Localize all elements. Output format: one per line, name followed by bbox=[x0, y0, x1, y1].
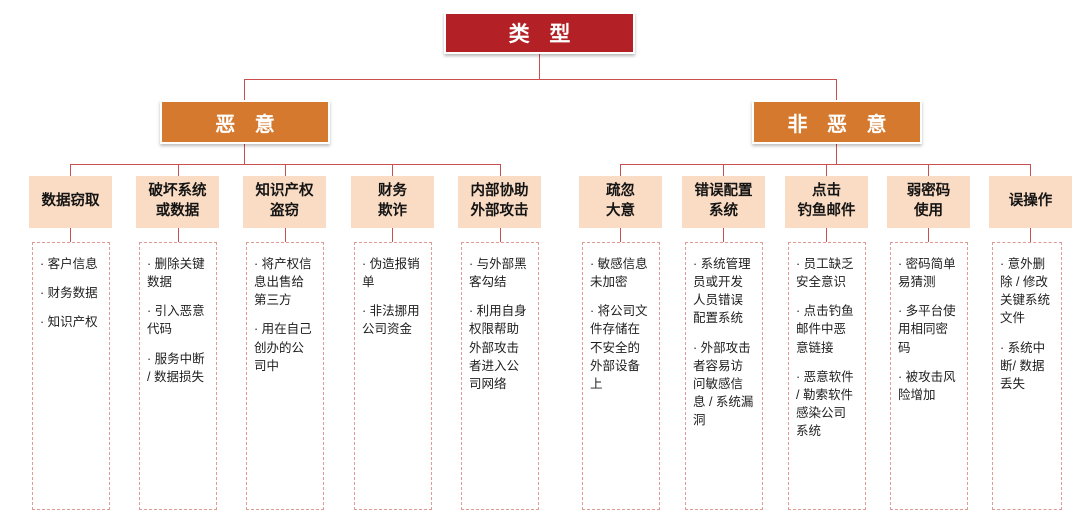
detail-item: · 被攻击风险增加 bbox=[898, 369, 956, 402]
detail-item: · 删除关键数据 bbox=[147, 257, 205, 290]
connector-malicious-drop-3 bbox=[285, 164, 286, 176]
detail-item: · 敏感信息未加密 bbox=[590, 257, 648, 290]
connector-malicious-stem bbox=[244, 142, 245, 164]
detail-item: · 财务数据 bbox=[40, 286, 98, 301]
detail-box-internal-assist: · 与外部黑客勾结 · 利用自身权限帮助外部攻击者进入公司网络 bbox=[461, 242, 539, 510]
connector-detail-stem-5 bbox=[500, 228, 501, 242]
connector-nonmalicious-stem bbox=[836, 142, 837, 164]
detail-item: · 客户信息 bbox=[40, 257, 98, 271]
detail-box-ip-theft: · 将产权信息出售给第三方 · 用在自己创办的公司中 bbox=[246, 242, 324, 510]
category-header-internal-assist-label: 内部协助 外部攻击 bbox=[470, 183, 529, 219]
detail-item: · 利用自身权限帮助外部攻击者进入公司网络 bbox=[469, 304, 527, 391]
detail-item: · 密码简单易猜测 bbox=[898, 257, 956, 290]
category-header-phishing-click-label: 点击 钓鱼邮件 bbox=[797, 183, 856, 219]
category-header-weak-password[interactable]: 弱密码 使用 bbox=[887, 176, 970, 228]
connector-nonmalicious-drop-5 bbox=[1030, 164, 1031, 176]
connector-nonmalicious-drop-1 bbox=[620, 164, 621, 176]
category-header-destroy-label: 破坏系统 或数据 bbox=[148, 183, 207, 219]
detail-box-weak-password: · 密码简单易猜测 · 多平台使用相同密码 · 被攻击风险增加 bbox=[890, 242, 968, 510]
category-header-data-theft[interactable]: 数据窃取 bbox=[29, 176, 112, 228]
detail-box-data-theft: · 客户信息 · 财务数据 · 知识产权 bbox=[32, 242, 110, 510]
category-header-financial-fraud[interactable]: 财务 欺诈 bbox=[351, 176, 434, 228]
detail-item: · 伪造报销单 bbox=[362, 257, 420, 290]
category-header-financial-fraud-label: 财务 欺诈 bbox=[378, 183, 407, 219]
detail-item: · 员工缺乏安全意识 bbox=[796, 257, 854, 290]
detail-item: · 引入恶意代码 bbox=[147, 304, 205, 337]
detail-item: · 意外删除 / 修改关键系统文件 bbox=[1000, 257, 1051, 326]
connector-malicious-drop-2 bbox=[178, 164, 179, 176]
category-header-destroy-system-or-data[interactable]: 破坏系统 或数据 bbox=[136, 176, 219, 228]
detail-item: · 外部攻击者容易访问敏感信息 / 系统漏洞 bbox=[693, 340, 754, 428]
root-node-type[interactable]: 类 型 bbox=[444, 12, 635, 54]
connector-detail-stem-7 bbox=[723, 228, 724, 242]
category-header-misconfiguration[interactable]: 错误配置 系统 bbox=[682, 176, 765, 228]
connector-root-bar bbox=[244, 79, 836, 80]
category-header-internal-assist[interactable]: 内部协助 外部攻击 bbox=[458, 176, 541, 228]
detail-item: · 恶意软件 / 勒索软件感染公司系统 bbox=[796, 369, 854, 438]
detail-item: · 非法挪用公司资金 bbox=[362, 304, 420, 337]
detail-box-financial-fraud: · 伪造报销单 · 非法挪用公司资金 bbox=[354, 242, 432, 510]
branch-node-malicious[interactable]: 恶 意 bbox=[160, 100, 330, 144]
connector-malicious-drop-1 bbox=[70, 164, 71, 176]
root-node-label: 类 型 bbox=[508, 23, 578, 46]
detail-box-misoperation: · 意外删除 / 修改关键系统文件 · 系统中断/ 数据丢失 bbox=[992, 242, 1062, 510]
connector-nonmalicious-drop-2 bbox=[723, 164, 724, 176]
detail-item: · 点击钓鱼邮件中恶意链接 bbox=[796, 304, 854, 355]
connector-malicious-drop-5 bbox=[500, 164, 501, 176]
connector-detail-stem-6 bbox=[620, 228, 621, 242]
detail-box-misconfiguration: · 系统管理员或开发人员错误配置系统 · 外部攻击者容易访问敏感信息 / 系统漏… bbox=[685, 242, 763, 510]
connector-detail-stem-4 bbox=[392, 228, 393, 242]
detail-item: · 系统中断/ 数据丢失 bbox=[1000, 340, 1046, 391]
detail-box-negligence: · 敏感信息未加密 · 将公司文件存储在不安全的外部设备上 bbox=[582, 242, 660, 510]
category-header-weak-password-label: 弱密码 使用 bbox=[906, 183, 951, 219]
category-header-misoperation-label: 误操作 bbox=[1008, 193, 1053, 210]
detail-item: · 服务中断 / 数据损失 bbox=[147, 351, 205, 384]
branch-node-non-malicious-label: 非 恶 意 bbox=[787, 113, 894, 136]
category-header-ip-theft-label: 知识产权 盗窃 bbox=[255, 183, 314, 219]
detail-item: · 系统管理员或开发人员错误配置系统 bbox=[693, 257, 751, 326]
detail-item: · 用在自己创办的公司中 bbox=[254, 322, 312, 373]
connector-detail-stem-1 bbox=[70, 228, 71, 242]
detail-item: · 多平台使用相同密码 bbox=[898, 304, 956, 355]
connector-detail-stem-8 bbox=[826, 228, 827, 242]
category-header-negligence-label: 疏忽 大意 bbox=[606, 183, 635, 219]
connector-detail-stem-3 bbox=[285, 228, 286, 242]
detail-item: · 知识产权 bbox=[40, 315, 98, 330]
detail-item: · 与外部黑客勾结 bbox=[469, 257, 527, 290]
connector-nonmalicious-bar bbox=[620, 164, 1030, 165]
detail-box-phishing-click: · 员工缺乏安全意识 · 点击钓鱼邮件中恶意链接 · 恶意软件 / 勒索软件感染… bbox=[788, 242, 866, 510]
category-header-data-theft-label: 数据窃取 bbox=[41, 193, 100, 210]
branch-node-malicious-label: 恶 意 bbox=[215, 113, 282, 136]
connector-root-to-malicious bbox=[244, 79, 245, 101]
connector-detail-stem-2 bbox=[178, 228, 179, 242]
connector-detail-stem-10 bbox=[1030, 228, 1031, 242]
connector-root-stem bbox=[539, 53, 540, 79]
category-header-misoperation[interactable]: 误操作 bbox=[989, 176, 1072, 228]
connector-nonmalicious-drop-4 bbox=[928, 164, 929, 176]
connector-nonmalicious-drop-3 bbox=[826, 164, 827, 176]
category-header-misconfiguration-label: 错误配置 系统 bbox=[694, 183, 753, 219]
connector-malicious-drop-4 bbox=[392, 164, 393, 176]
detail-item: · 将产权信息出售给第三方 bbox=[254, 257, 312, 308]
detail-item: · 将公司文件存储在不安全的外部设备上 bbox=[590, 304, 648, 391]
category-header-phishing-click[interactable]: 点击 钓鱼邮件 bbox=[785, 176, 868, 228]
detail-box-destroy-system-or-data: · 删除关键数据 · 引入恶意代码 · 服务中断 / 数据损失 bbox=[139, 242, 217, 510]
connector-detail-stem-9 bbox=[928, 228, 929, 242]
category-header-negligence[interactable]: 疏忽 大意 bbox=[579, 176, 662, 228]
connector-root-to-nonmalicious bbox=[836, 79, 837, 101]
branch-node-non-malicious[interactable]: 非 恶 意 bbox=[752, 100, 922, 144]
category-header-ip-theft[interactable]: 知识产权 盗窃 bbox=[243, 176, 326, 228]
